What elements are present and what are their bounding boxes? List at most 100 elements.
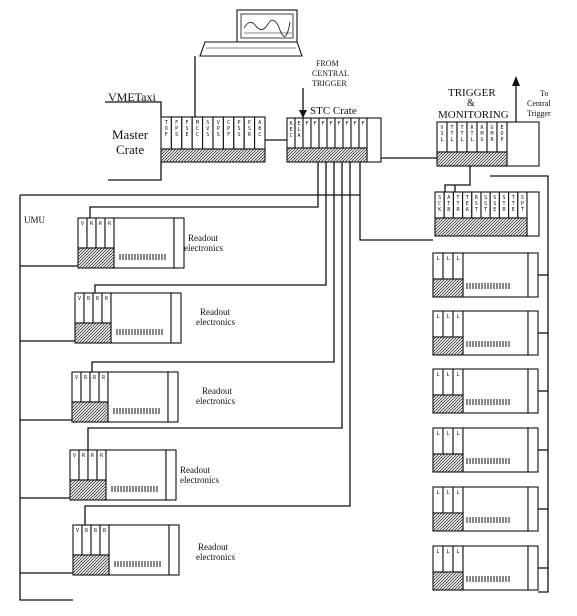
readout-crate-endcard [168, 524, 180, 576]
trigger-crate-slot-letter: S [440, 131, 443, 137]
link-crate-slot-letter: L [436, 372, 439, 378]
stc-crate-label: STC Crate [310, 105, 357, 117]
distribution-crate-slot-letter: R [475, 195, 479, 201]
trigger-label: TRIGGER [448, 87, 496, 99]
readout-crate-hatch [69, 479, 107, 501]
readout-crate-slot-letter: V [81, 221, 84, 227]
master-crate-label-2: Crate [116, 142, 145, 157]
trigger-crate-slot-letter: T [460, 131, 463, 137]
trigger-crate-slot-letter: R [470, 125, 474, 131]
master-crate-slot-letter: S [185, 126, 188, 132]
master-down-cable [108, 162, 162, 181]
to-central-label-3: Trigger [527, 109, 551, 118]
master-crate-slot-letter: R [248, 132, 252, 138]
readout-channel-ticks [114, 561, 161, 567]
readout-crate-endcard [165, 449, 177, 501]
link-crate-slot-letter: L [446, 490, 449, 496]
readout-crate-hatch [77, 247, 115, 269]
trigger-crate-slot-letter: M [480, 131, 483, 137]
trigger-crate-slot-letter: R [480, 125, 484, 131]
master-crate-slot-letter: P [237, 120, 240, 126]
readout-crate-slot-letter: R [87, 296, 91, 302]
stc-right-cable [359, 162, 433, 241]
trigger-crate-slot-letter: L [470, 137, 473, 143]
readout-label-5a: Readout [198, 542, 228, 552]
distribution-crate-slot-letter: S [521, 195, 524, 201]
readout-label-1b: electronics [184, 243, 223, 253]
link-crate-endcard [527, 545, 539, 591]
link-crate-slot-letter: L [436, 549, 439, 555]
link-crate-endcard [527, 486, 539, 532]
readout-label-3b: electronics [196, 396, 235, 406]
link-channel-ticks [466, 399, 510, 405]
distribution-crate-slot-letter: T [512, 201, 515, 207]
from-central-label-1: FROM [316, 59, 339, 68]
master-crate-slot-letter: F [227, 132, 230, 138]
readout-channel-ticks [111, 486, 158, 492]
umu-bus-cable [19, 195, 73, 601]
from-trigger-arrow [299, 110, 307, 118]
distribution-crate-slot-letter: S [493, 195, 496, 201]
distribution-crate-slot-letter: S [484, 195, 487, 201]
link-crate-slot-letter: L [436, 490, 439, 496]
trigger-crate-slot-letter: L [460, 137, 463, 143]
master-crate-slot-letter: C [227, 120, 230, 126]
link-channel-ticks [466, 517, 510, 523]
distribution-crate-slot-letter: T [456, 195, 459, 201]
readout-crate-body [113, 217, 175, 269]
readout-crate-slot-letter: V [75, 375, 78, 381]
readout-crate-body [107, 371, 169, 423]
link-channel-ticks [466, 576, 510, 582]
vmetaxi-cable [105, 101, 162, 117]
vmetaxi-label: VMETaxi [108, 90, 156, 104]
monitoring-label: MONITORING [438, 109, 509, 121]
link-crate-hatch [432, 336, 464, 356]
stc-crate-slot-letter: E [289, 127, 292, 133]
distribution-crate-slot-letter: E [493, 207, 496, 213]
link-crate-slot-letter: L [456, 256, 459, 262]
readout-crate-hatch [72, 554, 110, 576]
link-crate-hatch [432, 571, 464, 591]
distribution-crate-slot-letter: B [447, 207, 450, 213]
trigger-crate-slot-letter: V [440, 125, 443, 131]
from-central-label-2: CENTRAL [312, 69, 349, 78]
master-crate-slot-letter: P [227, 126, 230, 132]
readout-crate-slot-letter: R [84, 375, 88, 381]
distribution-crate-slot-letter: S [502, 195, 505, 201]
distribution-crate-slot-letter: T [456, 201, 459, 207]
stc-crate-slot-letter: L [297, 127, 300, 133]
link-crate-slot-letter: L [436, 314, 439, 320]
trigger-crate-slot-letter: L [450, 137, 453, 143]
stc-crate-slot-letter: F [329, 121, 332, 127]
distribution-crate-hatch [434, 217, 528, 237]
link-crate-hatch [432, 453, 464, 473]
readout-crate-hatch [74, 322, 112, 344]
readout-crate-slot-letter: R [105, 296, 109, 302]
master-crate-slot-letter: S [206, 132, 209, 138]
distribution-crate-slot-letter: S [484, 201, 487, 207]
master-crate-slot-letter: A [258, 120, 261, 126]
distribution-crate-slot-letter: A [466, 207, 469, 213]
trigger-crate-slot-letter: M [490, 131, 493, 137]
distribution-crate-slot-letter: R [456, 207, 460, 213]
link-channel-ticks [466, 283, 510, 289]
master-crate-slot-letter: C [196, 126, 199, 132]
master-crate-slot-letter: V [217, 120, 220, 126]
stc-crate-slot-letter: F [313, 121, 316, 127]
from-central-label-3: TRIGGER [312, 79, 347, 88]
stc-readout1-cable [89, 162, 319, 218]
readout-crate-slot-letter: R [91, 453, 95, 459]
distribution-crate-slot-letter: C [438, 201, 441, 207]
master-crate-slot-letter: O [165, 126, 168, 132]
link-crate-slot-letter: L [446, 431, 449, 437]
stc-readout3-cable [91, 162, 335, 372]
link-crate-slot-letter: L [436, 256, 439, 262]
readout-crate-hatch [71, 401, 109, 423]
readout-label-5b: electronics [196, 552, 235, 562]
distribution-crate-slot-letter: S [493, 201, 496, 207]
